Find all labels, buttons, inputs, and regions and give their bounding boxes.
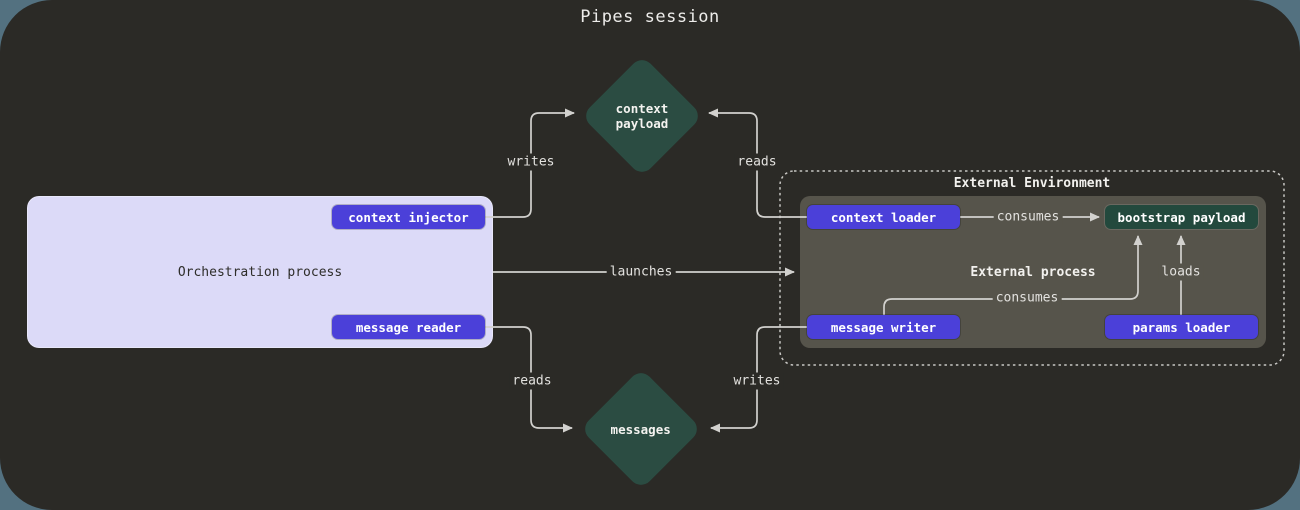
messages-label: messages — [610, 421, 672, 437]
context-payload-label: context payload — [615, 101, 669, 131]
external-environment-title: External Environment — [953, 176, 1111, 191]
external-environment-border — [779, 170, 1285, 366]
edge-label-writes-bottom: writes — [730, 372, 784, 390]
edge-label-reads-bottom: reads — [509, 372, 555, 390]
external-process-label: External process — [970, 264, 1096, 280]
message-writer-node: message writer — [807, 315, 960, 339]
edge-label-writes-top: writes — [504, 153, 558, 171]
params-loader-node: params loader — [1105, 315, 1258, 339]
edge-label-reads-top: reads — [734, 153, 780, 171]
message-reader-node: message reader — [332, 315, 485, 339]
bootstrap-payload-node: bootstrap payload — [1105, 205, 1258, 229]
orchestration-process-label: Orchestration process — [177, 264, 343, 280]
context-injector-node: context injector — [332, 205, 485, 229]
edge-label-consumes-top: consumes — [993, 208, 1063, 226]
edge-label-launches: launches — [606, 263, 676, 281]
context-loader-node: context loader — [807, 205, 960, 229]
edge-label-loads: loads — [1158, 263, 1204, 281]
diagram-title: Pipes session — [580, 7, 720, 27]
edge-label-consumes-bottom: consumes — [992, 289, 1062, 307]
